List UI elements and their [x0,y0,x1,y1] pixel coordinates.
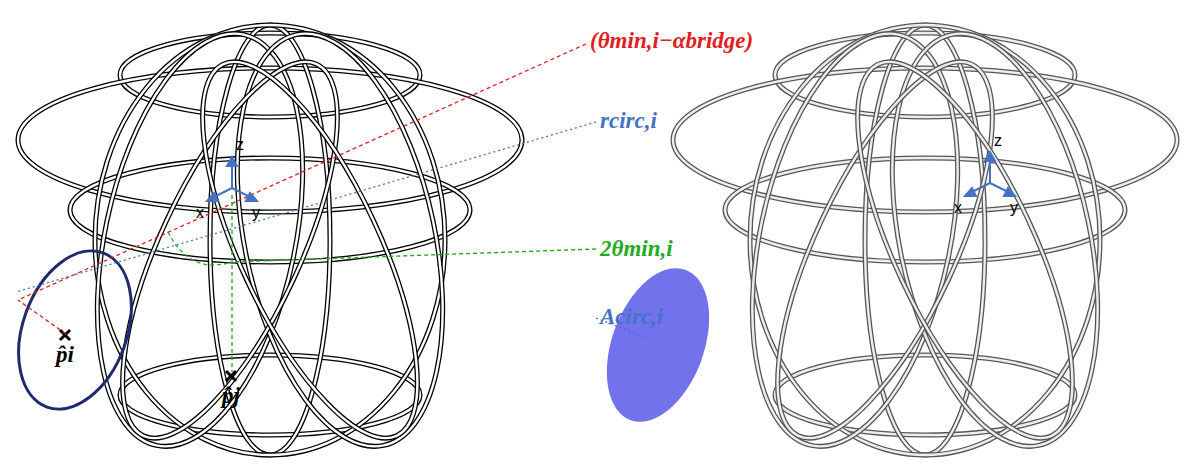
cage-ring [858,15,1131,464]
cage-ring [18,68,522,212]
cage-ring [735,35,1035,464]
cage-ring [80,35,380,464]
axis-label: x [954,199,962,217]
cage-ring [160,35,460,464]
axis-label: y [252,204,260,222]
wire-cage-left [18,15,522,464]
cage-ring [203,15,476,464]
radius-label: rcirc,i [600,108,657,133]
axis-label: x [196,204,204,222]
cage-ring [858,15,1131,464]
area-label: Acirc,i [600,304,663,329]
cage-ring [725,158,1125,262]
cage-ring [725,158,1125,262]
axis-label: z [994,132,1002,150]
cage-ring [718,15,991,464]
cage-ring [673,68,1177,212]
axis-label: z [236,136,244,154]
cage-ring [815,35,1115,464]
cage-ring [775,355,1075,435]
cage-ring [63,15,336,464]
angle-label: (θmin,i−αbridge) [590,28,753,53]
cage-ring [750,25,1100,455]
cage-ring [735,35,1035,464]
circle-area [587,254,728,436]
leader-lines [16,44,652,372]
cage-ring [63,15,336,464]
point-label: p̂i [56,342,74,367]
cage-ring [160,35,460,464]
wire-cage-right [673,15,1177,464]
cage-ring [95,25,445,455]
cage-ring [203,15,476,464]
cage-ring [18,68,522,212]
cage-ring [80,35,380,464]
cage-ring [718,15,991,464]
cage-ring [750,25,1100,455]
point-markers [60,330,236,381]
cage-ring [673,68,1177,212]
cage-ring [120,355,420,435]
cage-ring [120,355,420,435]
cage-ring [70,158,470,262]
angle-label: 2θmin,i [600,236,673,261]
circle-outline [0,235,152,425]
cage-ring [815,35,1115,464]
axis-arrows [207,152,1015,201]
point-label: p̂j [222,383,240,408]
cage-ring [70,158,470,262]
cage-ring [95,25,445,455]
cage-ring [775,355,1075,435]
axis-label: y [1010,199,1018,217]
